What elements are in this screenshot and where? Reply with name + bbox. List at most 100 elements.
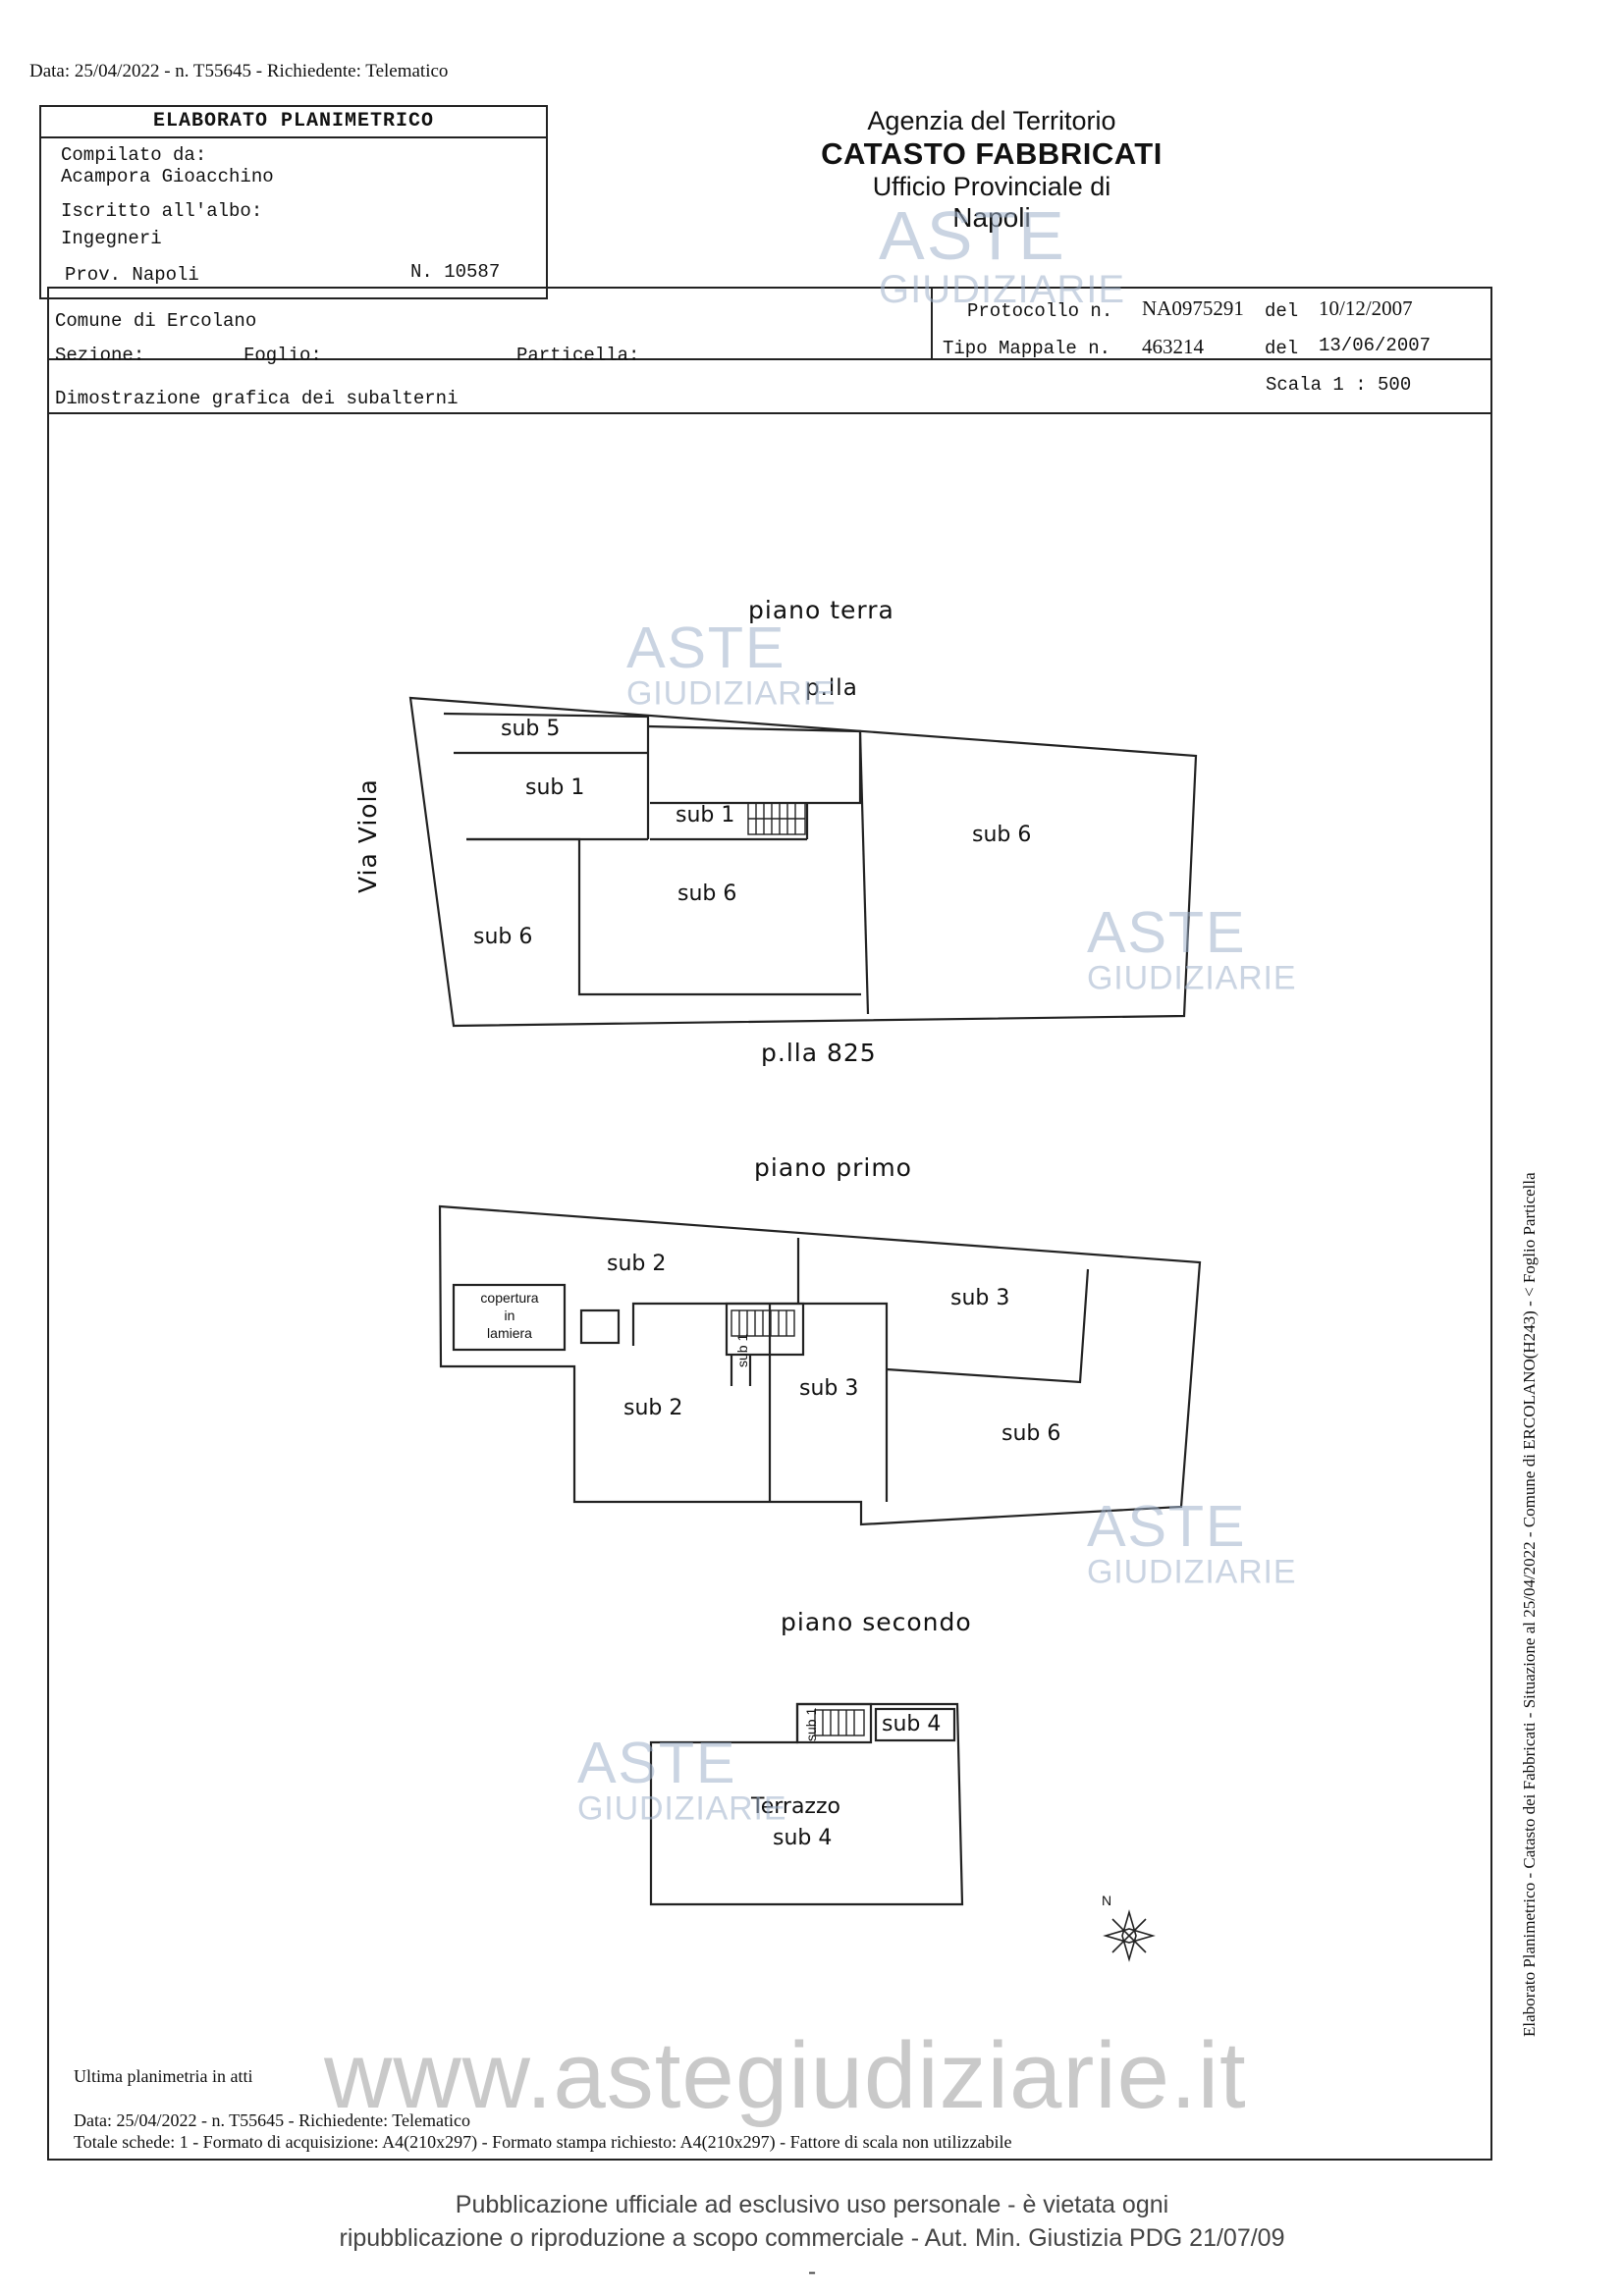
terra-wall	[443, 712, 650, 839]
watermark-small: GIUDIZIARIE	[879, 268, 1126, 311]
sub-label: sub 2	[623, 1396, 683, 1420]
copertura-line: in	[504, 1308, 515, 1323]
street-label: Via Viola	[353, 778, 382, 893]
compilato-label: Compilato da:	[61, 144, 207, 166]
watermark-small: GIUDIZIARIE	[1087, 959, 1297, 997]
main-frame	[47, 287, 1492, 2161]
pila-825-label: p.lla 825	[761, 1039, 877, 1067]
compilato-name: Acampora Gioacchino	[61, 166, 274, 187]
divider	[47, 412, 1490, 414]
particella: Particella:	[516, 345, 640, 366]
tipo-mappale-date: 13/06/2007	[1319, 335, 1432, 356]
plan-piano-terra	[408, 696, 1198, 1028]
protocollo-del: del	[1265, 300, 1299, 322]
watermark-logo: ASTE GIUDIZIARIE	[879, 201, 1125, 309]
protocollo-date: 10/12/2007	[1319, 296, 1413, 320]
copertura-box	[452, 1283, 567, 1352]
watermark-big: ASTE	[577, 1730, 737, 1795]
terra-wall	[466, 837, 861, 996]
sub-label: sub 4	[773, 1826, 833, 1850]
sub-label: sub 6	[1001, 1421, 1061, 1446]
north-label: N	[1102, 1893, 1112, 1908]
ultima-planimetria: Ultima planimetria in atti	[74, 2066, 253, 2086]
terra-outline	[408, 696, 1198, 1028]
agency-line3: Ufficio Provinciale di	[872, 172, 1111, 201]
sezione: Sezione:	[55, 345, 145, 366]
piano-terra-title: piano terra	[748, 596, 894, 624]
watermark-small: GIUDIZIARIE	[1087, 1553, 1297, 1591]
secondo-stair-icon	[814, 1709, 865, 1736]
foglio: Foglio:	[244, 345, 322, 366]
comune: Comune di Ercolano	[55, 310, 257, 332]
terra-wall	[647, 724, 862, 805]
divider	[931, 287, 933, 360]
piano-secondo-title: piano secondo	[781, 1608, 972, 1636]
plan-piano-primo	[438, 1204, 1202, 1526]
north-arrow-icon	[1103, 1909, 1156, 1962]
header-box: ELABORATO PLANIMETRICO Compilato da: Aca…	[39, 105, 548, 299]
terra-wall	[858, 730, 870, 1015]
sub-label: sub 4	[882, 1712, 942, 1736]
side-text: Elaborato Planimetrico - Catasto dei Fab…	[1520, 1172, 1539, 2037]
primo-stair-icon	[731, 1309, 795, 1337]
watermark-logo: ASTE GIUDIZIARIE	[577, 1734, 786, 1826]
protocollo-number: NA0975291	[1142, 296, 1244, 320]
watermark-logo: ASTE GIUDIZIARIE	[1087, 903, 1296, 995]
terra-stair-icon	[747, 802, 806, 835]
top-meta: Data: 25/04/2022 - n. T55645 - Richieden…	[29, 61, 449, 81]
tipo-mappale-number: 463214	[1142, 335, 1204, 358]
sub-label: sub 1	[525, 775, 585, 800]
watermark-big: ASTE	[879, 197, 1066, 274]
sub-label: sub 1	[676, 803, 735, 828]
primo-stair-box	[725, 1302, 805, 1357]
dimostrazione: Dimostrazione grafica dei subalterni	[55, 388, 459, 409]
footer-totale: Totale schede: 1 - Formato di acquisizio…	[74, 2132, 1012, 2152]
tipo-mappale-del: del	[1265, 338, 1299, 359]
watermark-logo: ASTE GIUDIZIARIE	[1087, 1497, 1296, 1589]
sub-label: sub 6	[473, 925, 533, 949]
tipo-mappale-label: Tipo Mappale n.	[943, 338, 1111, 359]
watermark-big: ASTE	[1087, 1493, 1247, 1559]
agency-line4: Napoli	[952, 202, 1031, 233]
sub-label: sub 3	[799, 1376, 859, 1401]
publication-notice-line2: ripubblicazione o riproduzione a scopo c…	[339, 2224, 1285, 2252]
site-watermark: www.astegiudiziarie.it	[324, 2023, 1247, 2128]
numero: N. 10587	[410, 261, 501, 283]
copertura-label: copertura in lamiera	[457, 1289, 563, 1342]
prov: Prov. Napoli	[65, 264, 199, 286]
scala: Scala 1 : 500	[1266, 374, 1412, 396]
footer-data: Data: 25/04/2022 - n. T55645 - Richieden…	[74, 2110, 470, 2130]
watermark-big: ASTE	[626, 614, 786, 680]
watermark-small: GIUDIZIARIE	[577, 1789, 787, 1828]
protocollo-label: Protocollo n.	[967, 300, 1113, 322]
plan-piano-secondo	[649, 1702, 964, 1906]
publication-notice-dash: -	[807, 2258, 817, 2285]
secondo-sub4-box	[874, 1707, 956, 1742]
albo-value: Ingegneri	[61, 228, 162, 249]
publication-notice-line1: Pubblicazione ufficiale ad esclusivo uso…	[455, 2191, 1169, 2218]
agency-line1: Agenzia del Territorio	[867, 106, 1116, 135]
secondo-stair-box	[795, 1702, 873, 1744]
watermark-small: GIUDIZIARIE	[626, 674, 837, 713]
watermark-big: ASTE	[1087, 899, 1247, 965]
sub-label: sub 1	[803, 1707, 819, 1741]
watermark-logo: ASTE GIUDIZIARIE	[626, 618, 836, 711]
pila-north-label: p.lla	[805, 675, 858, 701]
primo-wall	[886, 1268, 1090, 1384]
albo-label: Iscritto all'albo:	[61, 200, 263, 222]
copertura-line: copertura	[480, 1290, 539, 1306]
sub-label: sub 5	[501, 717, 561, 741]
piano-primo-title: piano primo	[754, 1153, 912, 1182]
divider	[47, 358, 1490, 360]
header-title: ELABORATO PLANIMETRICO	[41, 107, 546, 138]
agency-block: Agenzia del Territorio CATASTO FABBRICAT…	[746, 106, 1237, 234]
primo-outline	[438, 1204, 1202, 1526]
sub-label: sub 6	[677, 881, 737, 906]
agency-line2: CATASTO FABBRICATI	[821, 136, 1163, 171]
copertura-line: lamiera	[487, 1325, 532, 1341]
sub-label: sub 2	[607, 1252, 667, 1276]
terrazzo-label: Terrazzo	[751, 1794, 840, 1819]
sub-label: sub 6	[972, 823, 1032, 847]
primo-small-box	[579, 1308, 621, 1345]
